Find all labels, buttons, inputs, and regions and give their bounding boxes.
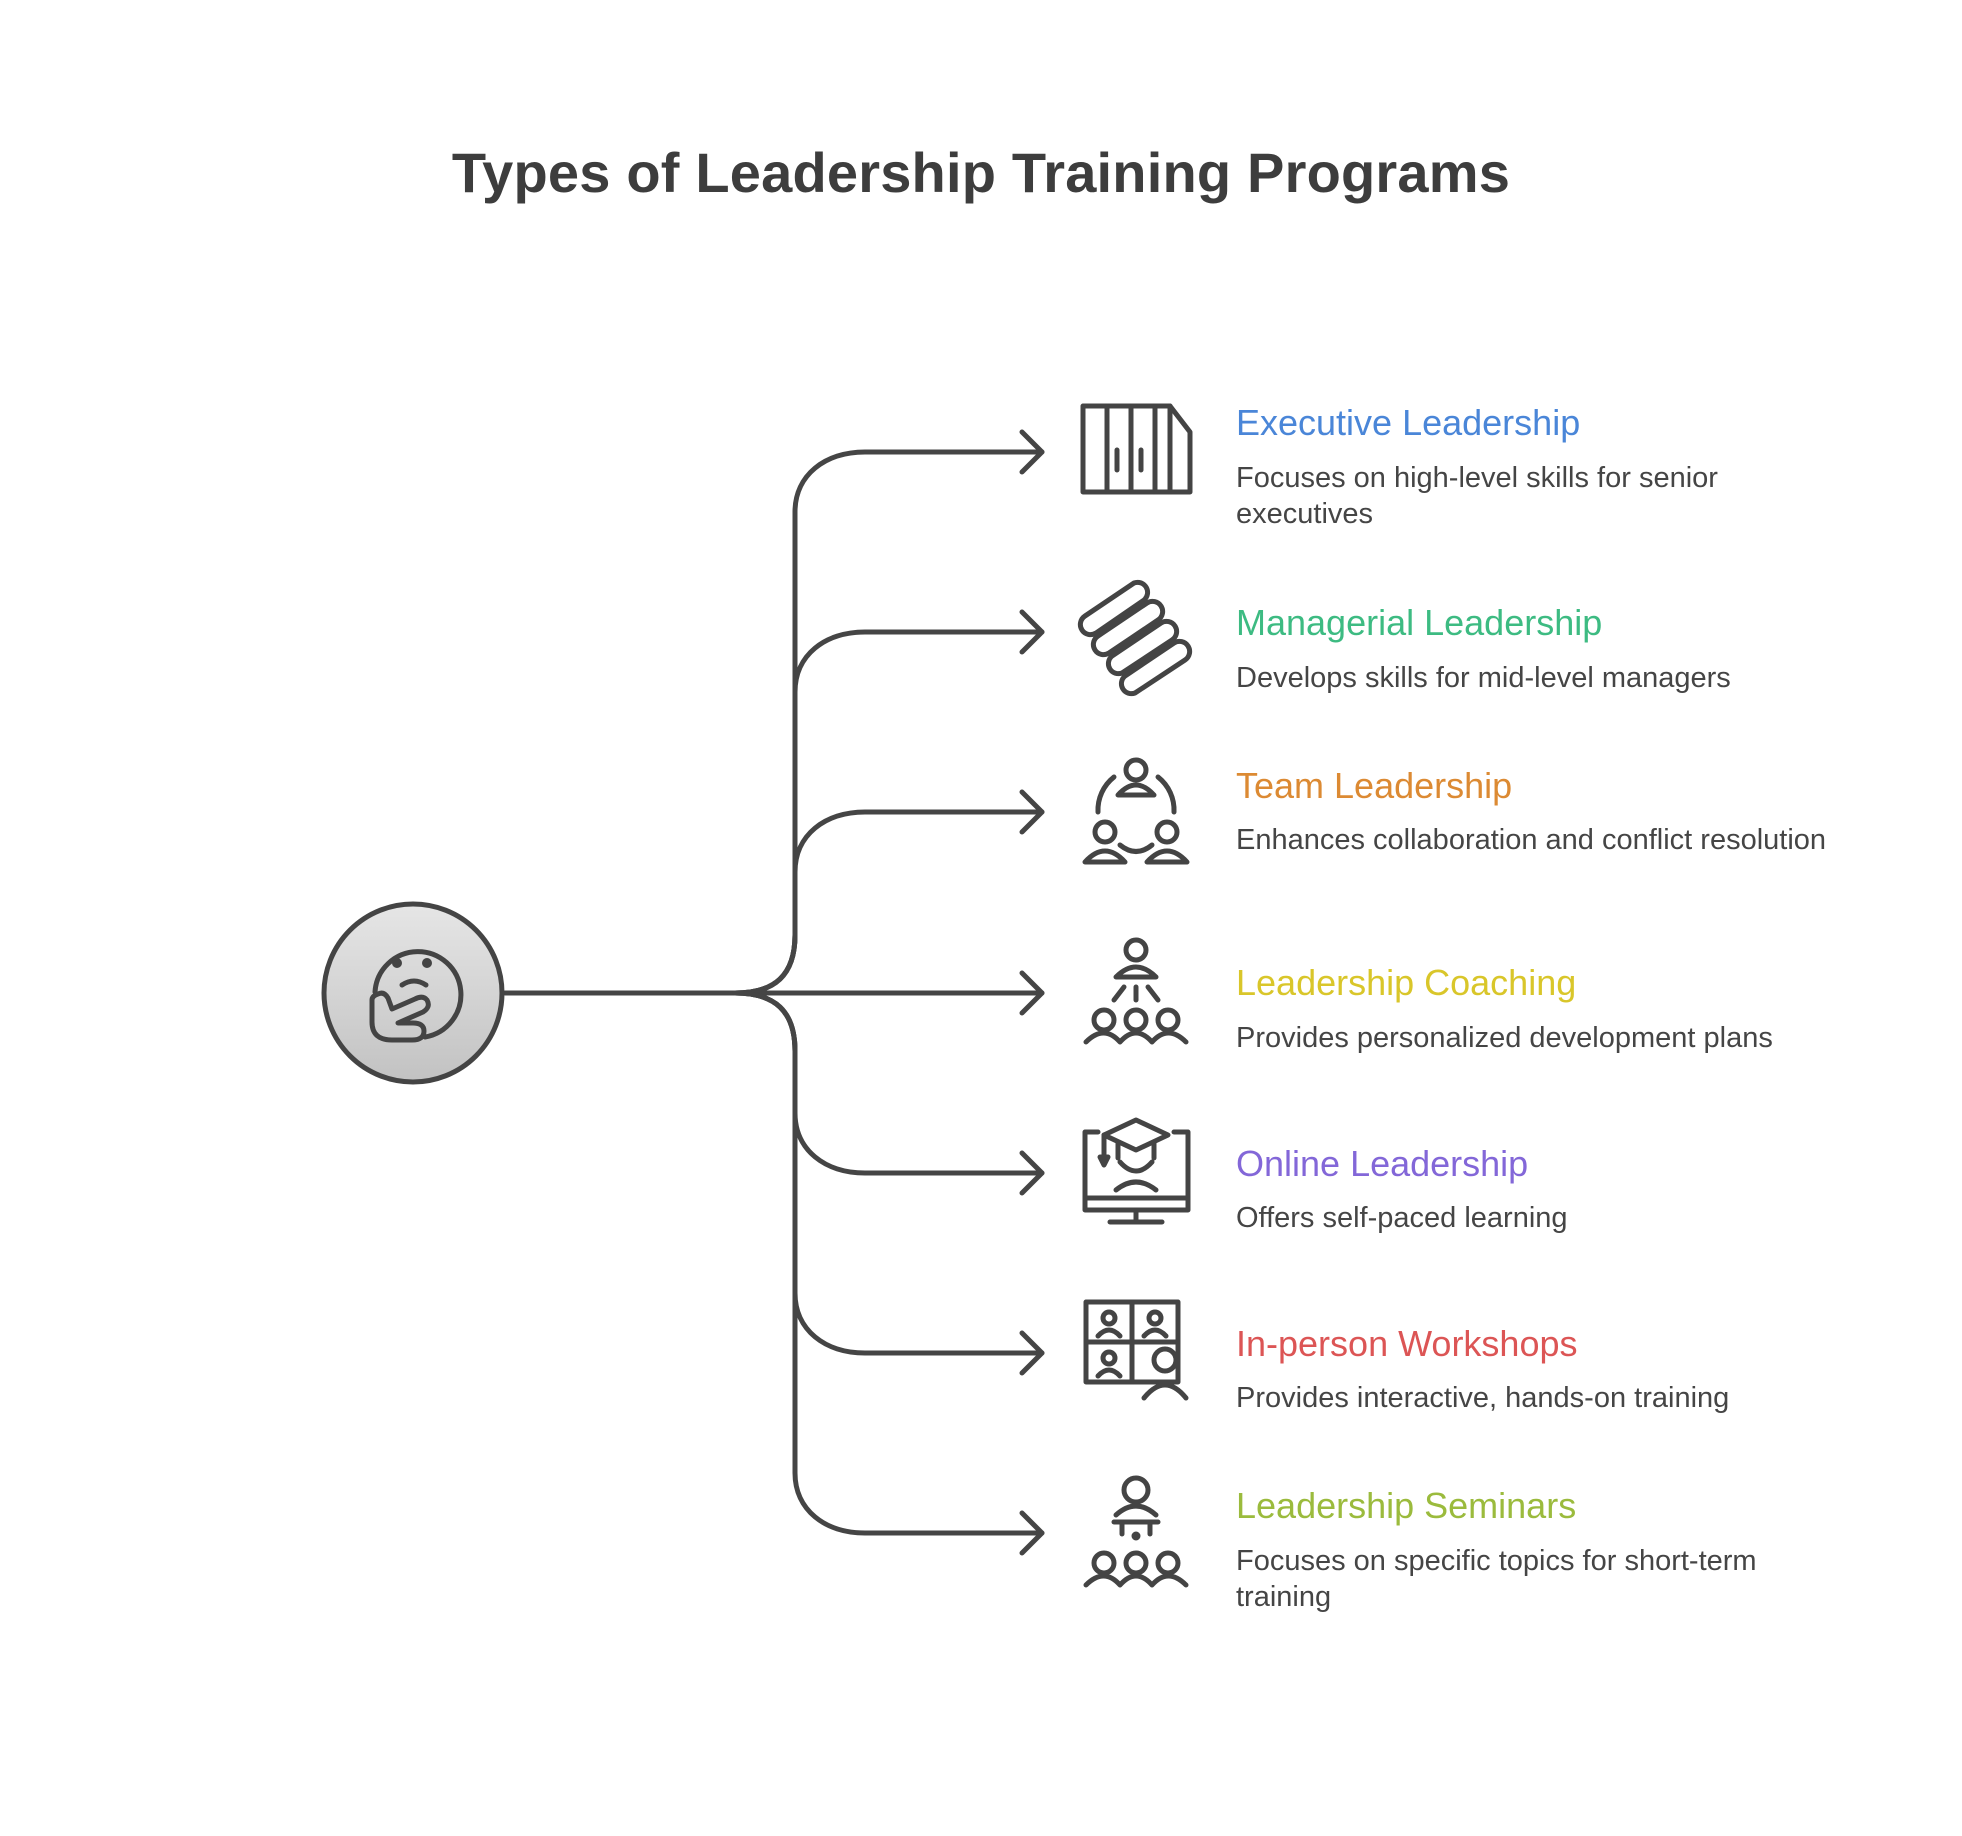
- item-description: Provides personalized development plans: [1236, 1022, 1773, 1054]
- item-description: Focuses on high-level skills for senior …: [1236, 462, 1718, 530]
- item-description: Develops skills for mid-level managers: [1236, 662, 1731, 694]
- item-title: Team Leadership: [1236, 765, 1513, 806]
- connector-branch-1: [732, 449, 1045, 996]
- video-conference-icon: [1083, 1299, 1189, 1401]
- item-description: Enhances collaboration and conflict reso…: [1236, 824, 1827, 856]
- arrowhead-5: [1019, 1150, 1045, 1196]
- center-hub: [321, 901, 505, 1085]
- item-description: Focuses on specific topics for short-ter…: [1236, 1545, 1757, 1613]
- connectors: [502, 449, 1045, 1536]
- arrowhead-6: [1019, 1330, 1045, 1376]
- arrowhead-4: [1019, 970, 1045, 1016]
- seminar-speaker-icon: [1083, 1475, 1189, 1588]
- online-graduate-icon: [1082, 1117, 1191, 1225]
- books-icon: [1080, 403, 1193, 495]
- arrowhead-1: [1019, 429, 1045, 475]
- connector-branch-5: [732, 990, 1045, 1176]
- item-description: Offers self-paced learning: [1236, 1202, 1568, 1234]
- item-title: Executive Leadership: [1236, 402, 1581, 443]
- team-circle-icon: [1082, 757, 1190, 865]
- thinking-face-icon: [369, 949, 464, 1043]
- item-title: In-person Workshops: [1236, 1323, 1578, 1364]
- connector-branch-3: [732, 809, 1045, 996]
- item-title: Online Leadership: [1236, 1143, 1529, 1184]
- arrowhead-7: [1019, 1510, 1045, 1556]
- arrowhead-3: [1019, 789, 1045, 835]
- item-title: Managerial Leadership: [1236, 602, 1603, 643]
- arrowhead-2: [1019, 609, 1045, 655]
- item-title: Leadership Seminars: [1236, 1485, 1577, 1526]
- pills-stack-icon: [1077, 579, 1193, 697]
- connector-branch-7: [732, 990, 1045, 1536]
- item-description: Provides interactive, hands-on training: [1236, 1382, 1730, 1414]
- diagram-title: Types of Leadership Training Programs: [451, 141, 1511, 204]
- item-title: Leadership Coaching: [1236, 962, 1577, 1003]
- coach-group-icon: [1083, 937, 1189, 1045]
